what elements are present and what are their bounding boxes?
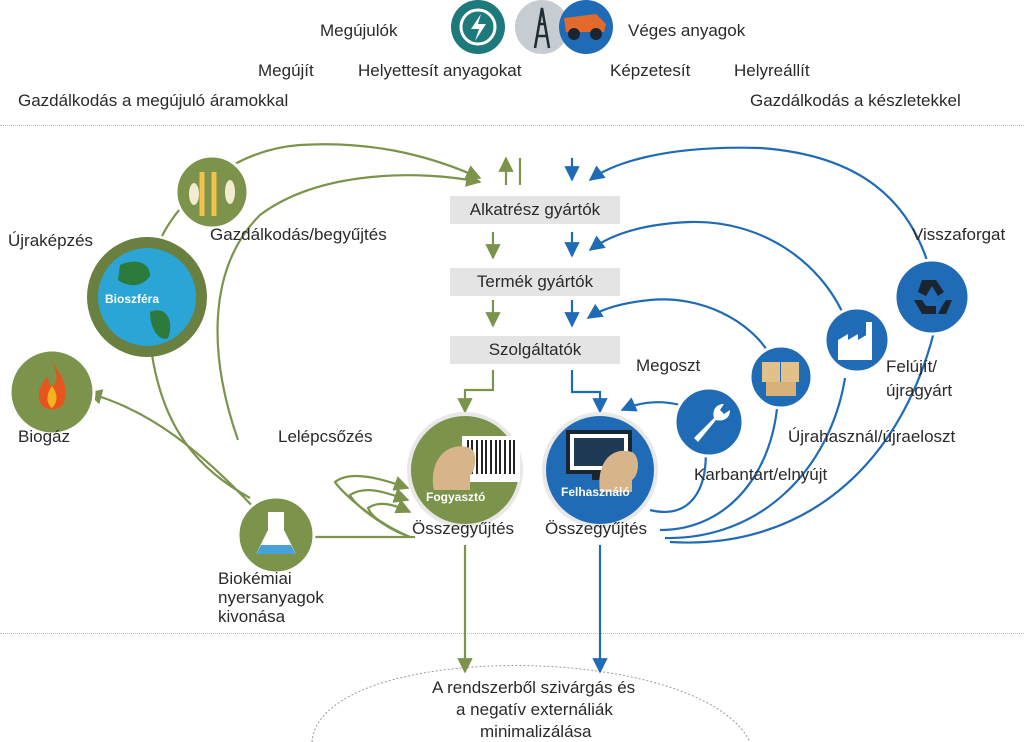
- globe-icon: Bioszféra: [87, 237, 207, 357]
- extraction-label-line1: Biokémiai: [218, 569, 292, 588]
- cascade-2: [348, 488, 411, 539]
- wheat-fish-icon: [174, 154, 250, 230]
- extraction-label-line3: kivonása: [218, 607, 286, 626]
- stock-management-label: Gazdálkodás a készletekkel: [750, 91, 961, 110]
- extraction-label-line2: nyersanyagok: [218, 588, 324, 607]
- stage-product-manufacturer: Termék gyártók: [450, 268, 620, 296]
- bottom-separator: [0, 633, 1024, 634]
- flow-recycle-to-parts: [588, 146, 932, 271]
- stage-parts-manufacturer: Alkatrész gyártók: [450, 196, 620, 224]
- finite-materials-label: Véges anyagok: [628, 21, 746, 40]
- recycle-icon: [893, 258, 971, 336]
- loop-recycle: [669, 327, 937, 544]
- consumer-label: Fogyasztó: [426, 490, 485, 504]
- maintain-label: Karbantart/elnyújt: [694, 465, 828, 484]
- flow-reuse-to-service: [586, 298, 771, 356]
- renewable-flow-management-label: Gazdálkodás a megújuló áramokkal: [18, 91, 289, 110]
- flow-refurbish-to-product: [588, 220, 847, 319]
- wrench-icon: [673, 386, 745, 458]
- mining-truck-icon: [559, 0, 613, 54]
- technical-flows: [564, 146, 937, 674]
- user-label: Felhasználó: [561, 485, 630, 499]
- flow-maintain-to-user: [620, 397, 681, 412]
- leakage-label-line3: minimalizálása: [480, 722, 592, 741]
- biosphere-label: Bioszféra: [105, 292, 159, 306]
- flame-icon: [8, 348, 96, 436]
- user-collection-label: Összegyűjtés: [545, 519, 648, 538]
- cascades-label: Lelépcsőzés: [278, 427, 373, 446]
- leakage-label-line1: A rendszerből szivárgás és: [432, 678, 636, 697]
- user-head-icon: [599, 450, 638, 492]
- biogas-label: Biogáz: [18, 427, 70, 446]
- refurbish-label-line1: Felújít/: [886, 357, 938, 376]
- factory-icon: [823, 306, 891, 374]
- renewable-energy-icon: [451, 0, 505, 54]
- loop-reuse: [659, 394, 780, 532]
- flask-icon: [236, 495, 316, 575]
- user-node: Felhasználó: [542, 412, 658, 528]
- refurbish-label-line2: újragyárt: [886, 381, 953, 400]
- consumer-collection-label: Összegyűjtés: [412, 519, 515, 538]
- leakage-label-line2: a negatív externáliák: [456, 700, 613, 719]
- boxes-icon: [748, 344, 814, 410]
- consumer-head-icon: [432, 446, 476, 490]
- flow-service-to-user: [570, 370, 608, 414]
- leakage-ellipse: [311, 665, 751, 742]
- reuse-label: Újrahasznál/újraeloszt: [788, 427, 956, 446]
- flow-to-biogas: [86, 389, 259, 513]
- stage-service-provider: Szolgáltatók: [450, 336, 620, 364]
- flow-farming-to-parts: [216, 171, 482, 441]
- recycle-label: Visszaforgat: [912, 225, 1006, 244]
- loop-refurbish: [664, 377, 847, 540]
- flow-extraction-to-biosphere: [148, 339, 251, 499]
- virtualise-label: Képzetesít: [610, 61, 691, 80]
- restore-label: Helyreállít: [734, 61, 810, 80]
- substitute-materials-label: Helyettesít anyagokat: [358, 61, 522, 80]
- biological-flows: [86, 143, 522, 674]
- regenerate-label: Megújít: [258, 61, 314, 80]
- renewables-label: Megújulók: [320, 21, 398, 40]
- consumer-node: Fogyasztó: [407, 412, 523, 528]
- flow-service-to-consumer: [457, 370, 495, 414]
- oil-derrick-icon: [515, 0, 569, 54]
- share-label: Megoszt: [636, 356, 701, 375]
- regeneration-label: Újraképzés: [8, 231, 94, 250]
- cascade-3: [366, 499, 412, 539]
- farming-collection-label: Gazdálkodás/begyűjtés: [210, 225, 387, 244]
- top-separator: [0, 125, 1024, 126]
